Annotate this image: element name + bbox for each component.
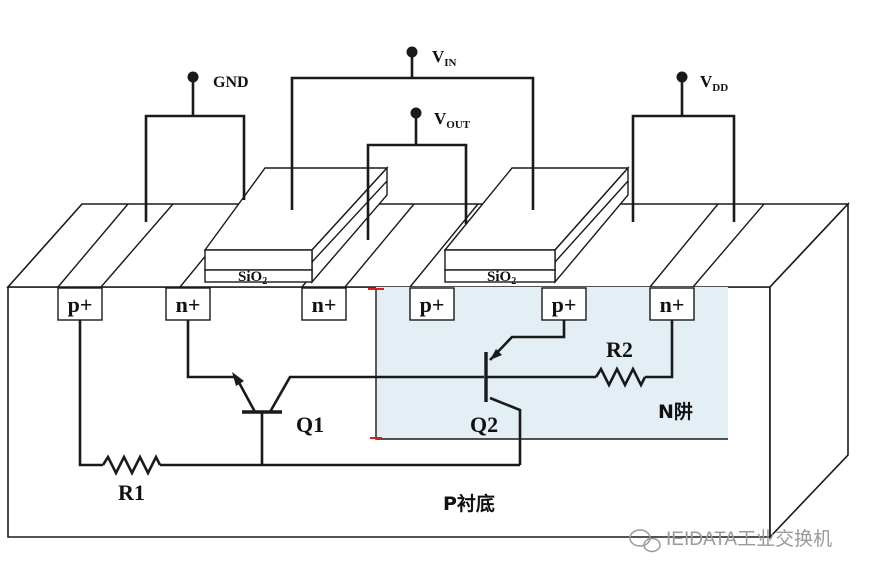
r2-resistor [594,366,647,388]
vdd-label: VDD [700,72,728,94]
svg-text:n+: n+ [176,292,201,317]
region-n-plus-1: n+ [165,287,211,321]
svg-text:n+: n+ [660,292,685,317]
gnd-terminal-dot [187,71,199,83]
terminal-wiring [144,52,736,240]
r1-label: R1 [118,480,145,505]
watermark: IEIDATA工业交换机 [629,528,832,553]
q1-emitter-arrow [232,372,244,386]
parasitic-circuit [78,320,674,476]
svg-text:p+: p+ [68,292,93,317]
q2-emitter-arrow [490,349,502,360]
region-p-plus-2: p+ [409,287,455,321]
vdd-terminal-dot [676,71,688,83]
region-p-plus-3: p+ [541,287,587,321]
vout-label: VOUT [434,109,471,131]
vout-terminal-dot [410,107,422,119]
region-n-plus-2: n+ [301,287,347,321]
r1-resistor [101,454,162,476]
svg-text:n+: n+ [312,292,337,317]
n-well-label: N阱 [658,401,693,423]
region-p-plus-1: p+ [57,287,103,321]
watermark-text: IEIDATA工业交换机 [666,528,832,550]
gate-right [443,166,630,284]
oxide-label-left: SiO2 [238,269,267,287]
vin-label: VIN [432,47,457,69]
q2-label: Q2 [470,412,498,437]
p-substrate-label: P衬底 [443,492,495,515]
wechat-icon [629,529,661,553]
terminal-dots [187,46,688,119]
r2-label: R2 [606,337,633,362]
oxide-label-right: SiO2 [487,269,516,287]
vin-terminal-dot [406,46,418,58]
svg-text:p+: p+ [552,292,577,317]
svg-text:p+: p+ [420,292,445,317]
region-n-plus-3: n+ [649,287,695,321]
q1-label: Q1 [296,412,324,437]
gnd-label: GND [213,74,249,91]
